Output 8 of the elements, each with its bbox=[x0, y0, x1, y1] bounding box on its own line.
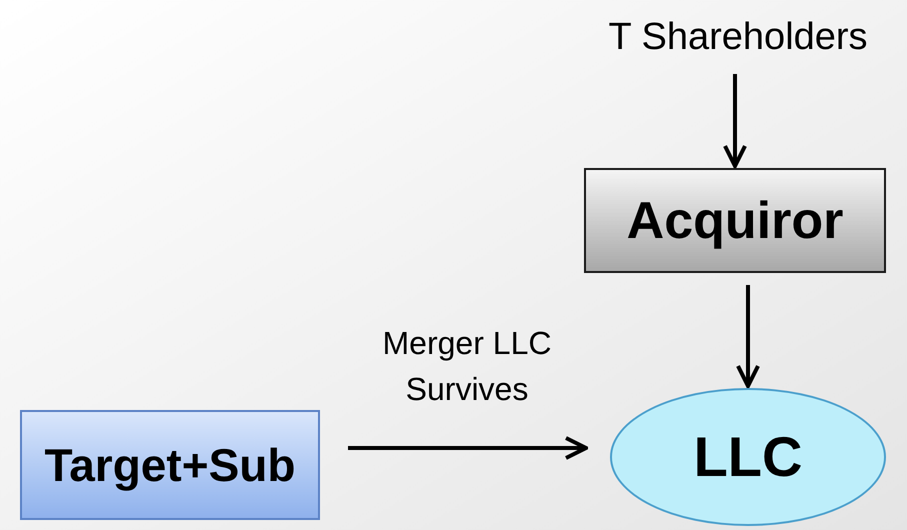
arrow bbox=[723, 74, 747, 168]
arrow bbox=[348, 436, 588, 460]
shareholder-label: T Shareholders bbox=[578, 12, 898, 62]
process-box: Acquiror bbox=[584, 168, 886, 273]
arrow bbox=[736, 285, 760, 388]
process-box: Target+Sub bbox=[20, 410, 320, 520]
ellipse-node: LLC bbox=[610, 388, 886, 526]
edge-label: Merger LLC Survives bbox=[382, 324, 552, 409]
